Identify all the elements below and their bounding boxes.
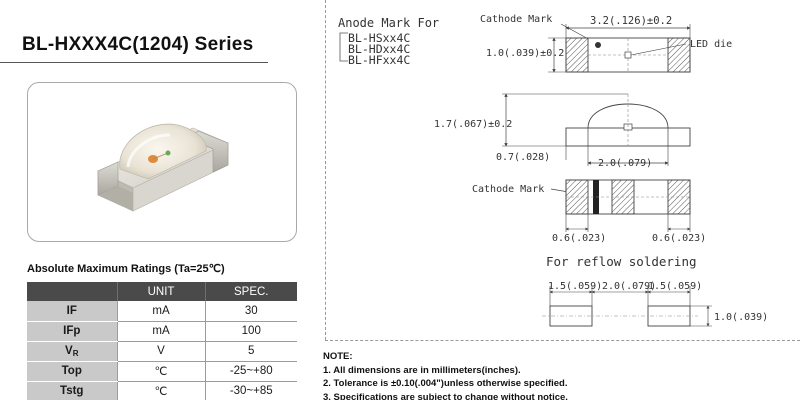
table-row: IFp mA 100 [27,321,297,342]
param-cell: VR [27,341,118,362]
led-dome-lens [119,123,207,180]
bond-wire [152,152,169,160]
cathode-mark-label-top: Cathode Mark [480,14,552,25]
dim-inner: 2.0(.079) [598,158,652,169]
anode-item: BL-HDxx4C [348,42,410,56]
unit-cell: mA [117,321,206,342]
dim-pad-offset: 0.7(.028) [496,152,550,163]
drawing-border-bottom [325,340,800,341]
led-die-label: LED die [690,39,732,50]
dimension-drawing: Anode Mark For BL-HSxx4C BL-HDxx4C BL-HF… [338,14,768,327]
ratings-title: Absolute Maximum Ratings (Ta=25℃) [27,263,225,275]
dim-pad-left: 0.6(.023) [552,233,606,244]
param-cell: Tstg [27,381,118,400]
header-spec: SPEC. [205,282,297,301]
reflow-dim-2: 2.0(.079) [602,281,656,292]
header-param [27,282,118,301]
header-unit: UNIT [117,282,206,301]
table-row: Top ℃ -25~+80 [27,361,297,382]
ratings-header-row: UNIT SPEC. [27,282,297,301]
spec-cell: 100 [205,321,297,342]
param-cell: IF [27,301,118,322]
notes-title: NOTE: [323,351,353,362]
note-item: 1. All dimensions are in millimeters(inc… [323,364,521,376]
anode-item: BL-HSxx4C [348,31,410,45]
reflow-dim-1: 1.5(.059) [548,281,602,292]
dome-highlight [126,133,171,168]
param-subscript: R [72,348,79,358]
product-photo [27,82,297,242]
table-row: Tstg ℃ -30~+85 [27,381,297,400]
reflow-dim-3: 1.5(.059) [648,281,702,292]
absolute-maximum-ratings-table: UNIT SPEC. IF mA 30 IFp mA 100 VR V 5 To… [27,282,297,400]
unit-cell: ℃ [117,381,206,400]
notes-block: NOTE: 1. All dimensions are in millimete… [323,350,568,400]
top-view-pad-left [565,37,589,73]
dim-height: 1.7(.067)±0.2 [434,119,512,130]
table-row: VR V 5 [27,341,297,362]
cathode-dot [595,42,601,48]
param-cell: Top [27,361,118,382]
param-main: V [65,344,73,357]
cathode-mark-label-bottom: Cathode Mark [472,184,544,195]
spec-cell: 5 [205,341,297,362]
led-photo-illustration [97,123,229,212]
left-pad-bottom [98,186,133,211]
reflow-title: For reflow soldering [546,254,697,269]
reflow-height: 1.0(.039) [714,312,768,323]
unit-cell: ℃ [117,361,206,382]
dim-length: 3.2(.126)±0.2 [590,15,672,27]
anode-mark-title: Anode Mark For [338,16,439,30]
dim-pad-right: 0.6(.023) [652,233,706,244]
param-cell: IFp [27,321,118,342]
note-item: 3. Specifications are subject to change … [323,391,568,400]
drawing-border-left [325,0,326,340]
table-row: IF mA 30 [27,301,297,322]
anode-bracket [339,32,348,62]
title-underline [0,62,268,63]
unit-cell: mA [117,301,206,322]
spec-cell: -25~+80 [205,361,297,382]
led-die-square [624,51,632,59]
dim-width: 1.0(.039)±0.2 [486,48,564,59]
note-item: 2. Tolerance is ±0.10(.004")unless other… [323,378,568,390]
series-title: BL-HXXX4C(1204) Series [22,34,254,55]
unit-cell: V [117,341,206,362]
anode-item: BL-HFxx4C [348,53,410,67]
top-view-pad-right [667,37,691,73]
spec-cell: 30 [205,301,297,322]
spec-cell: -30~+85 [205,381,297,400]
